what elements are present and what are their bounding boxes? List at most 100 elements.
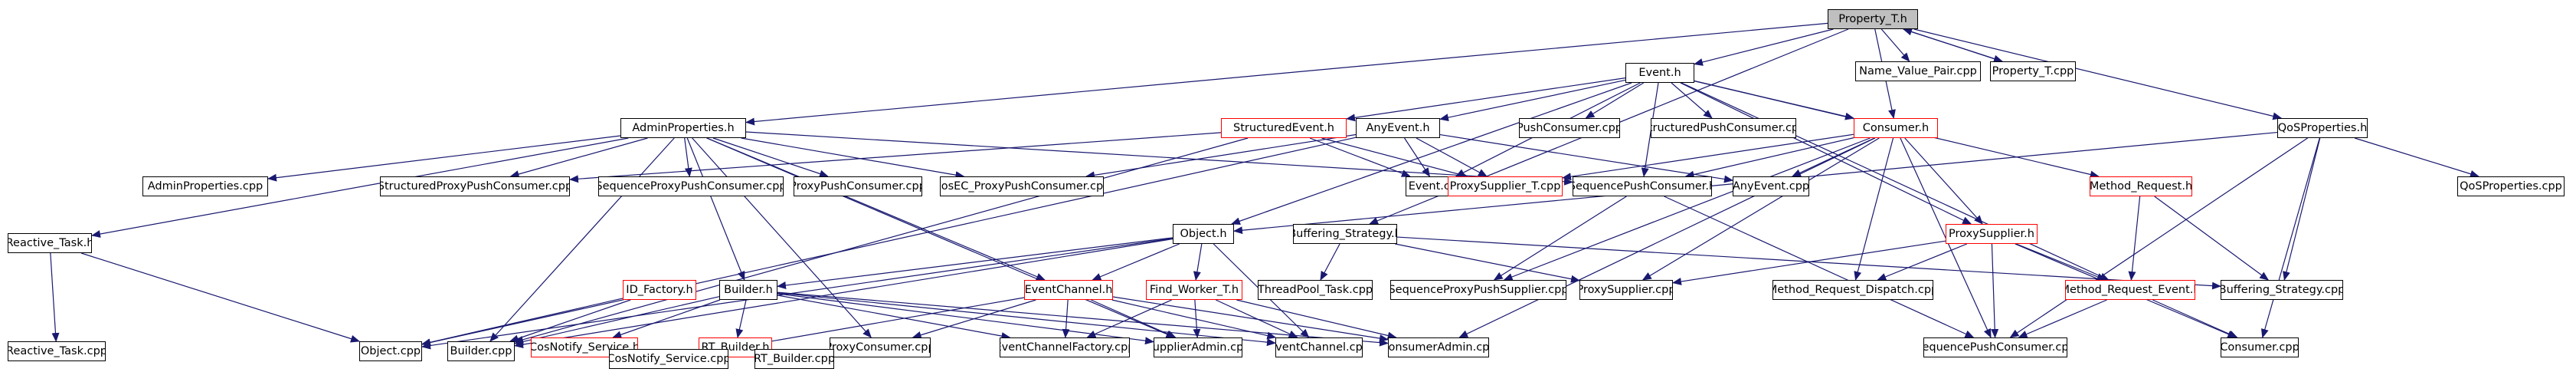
node-consumer-cpp[interactable]: Consumer.cpp	[2221, 337, 2299, 357]
edge-property_t_h-to-qosproperties_h	[1913, 28, 2283, 120]
edge-reactive_task_h-to-reactive_task_cpp	[50, 252, 60, 342]
edge-adminproperties_h-to-proxyconsumer_cpp	[692, 137, 872, 338]
node-proxyconsumer-cpp[interactable]: ProxyConsumer.cpp	[830, 337, 931, 357]
edge-consumer_h-to-proxysupplier_h	[1904, 137, 1983, 225]
edges-layer	[50, 22, 2479, 357]
node-id-factory-h[interactable]: ID_Factory.h	[623, 280, 696, 300]
edge-event_h-to-method_request_event_h	[1681, 82, 2110, 281]
node-qosproperties-cpp[interactable]: QoSProperties.cpp	[2457, 176, 2565, 196]
edge-event_h-to-structuredpushconsumer_cpp	[1671, 82, 1713, 119]
node-cosec-proxypushconsumer-cpp[interactable]: CosEC_ProxyPushConsumer.cpp	[940, 176, 1104, 196]
edge-adminproperties_h-to-cosec_proxypushconsumer_cpp	[741, 137, 965, 179]
node-consumer-h[interactable]: Consumer.h	[1854, 118, 1938, 138]
edge-object_h-to-eventchannel_h	[1092, 243, 1180, 281]
node-event-h[interactable]: Event.h	[1625, 63, 1694, 83]
node-eventchannel-h[interactable]: EventChannel.h	[1024, 280, 1113, 300]
node-object-h[interactable]: Object.h	[1173, 224, 1234, 244]
node-cosnotify-service-cpp[interactable]: CosNotify_Service.cpp	[609, 349, 728, 369]
edge-structuredevent_h-to-builder_cpp	[514, 137, 1249, 344]
node-adminproperties-h[interactable]: AdminProperties.h	[620, 118, 746, 138]
edge-eventchannel_h-to-cosnotify_service_cpp	[725, 297, 1025, 352]
edge-eventchannel_h-to-supplieradmin_cpp	[1091, 299, 1177, 338]
node-qosproperties-h[interactable]: QoSProperties.h	[2277, 118, 2368, 138]
node-sequencepushconsumer-cpp[interactable]: SequencePushConsumer.cpp	[1923, 337, 2067, 357]
edge-event_h-to-object_h	[1230, 82, 1632, 226]
edge-sequencepushconsumer_h-to-sequencepushconsumer_cpp	[1664, 196, 1975, 338]
node-sequenceproxypushsupplier-cpp[interactable]: SequenceProxyPushSupplier.cpp	[1390, 280, 1566, 300]
edge-consumer_h-to-sequencepushconsumer_h	[1684, 137, 1854, 179]
node-proxysupplier-h[interactable]: ProxySupplier.h	[1946, 224, 2038, 244]
node-method-request-h[interactable]: Method_Request.h	[2090, 176, 2192, 196]
node-reactive-task-cpp[interactable]: Reactive_Task.cpp	[8, 341, 106, 361]
edge-reactive_task_h-to-object_cpp	[80, 252, 360, 343]
edge-method_request_h-to-method_request_event_h	[2128, 196, 2141, 281]
node-sequencepushconsumer-h[interactable]: SequencePushConsumer.h	[1573, 176, 1712, 196]
edge-proxysupplier_h-to-method_request_dispatch_cpp	[1877, 243, 1967, 281]
node-anyevent-cpp[interactable]: AnyEvent.cpp	[1733, 176, 1809, 196]
node-anyevent-h[interactable]: AnyEvent.h	[1356, 118, 1440, 138]
edge-adminproperties_h-to-sequenceproxypushconsumer_cpp	[684, 137, 692, 177]
edge-buffering_strategy_h-to-threadpool_task_cpp	[1320, 243, 1340, 281]
node-proxysupplier-t-cpp[interactable]: ProxySupplier_T.cpp	[1448, 176, 1563, 196]
edge-builder_h-to-consumeradmin_cpp	[777, 291, 1389, 347]
node-sequenceproxypushconsumer-cpp[interactable]: SequenceProxyPushConsumer.cpp	[598, 176, 784, 196]
edge-structuredevent_h-to-structuredproxypushconsumer_cpp	[569, 132, 1222, 183]
node-consumeradmin-cpp[interactable]: ConsumerAdmin.cpp	[1388, 337, 1489, 357]
node-structuredpushconsumer-cpp[interactable]: StructuredPushConsumer.cpp	[1651, 118, 1796, 138]
node-rt-builder-cpp[interactable]: RT_Builder.cpp	[754, 349, 834, 369]
edge-find_worker_t_h-to-eventchannelfactory_cpp	[1086, 299, 1172, 338]
edge-proxysupplier_h-to-method_request_event_h	[2016, 243, 2106, 281]
node-threadpool-task-cpp[interactable]: ThreadPool_Task.cpp	[1258, 280, 1373, 300]
node-method-request-event-h[interactable]: Method_Request_Event.h	[2065, 280, 2195, 300]
node-proxysupplier-cpp[interactable]: ProxySupplier.cpp	[1579, 280, 1673, 300]
edge-id_factory_h-to-builder_cpp	[509, 299, 631, 343]
edge-builder_h-to-eventchannel_cpp	[777, 292, 1276, 347]
node-object-cpp[interactable]: Object.cpp	[359, 341, 422, 361]
edge-property_t_h-to-adminproperties_h	[745, 22, 1828, 126]
edge-find_worker_t_h-to-eventchannel_cpp	[1216, 299, 1298, 338]
edge-event_h-to-anyevent_h	[1439, 79, 1626, 122]
node-buffering-strategy-h[interactable]: Buffering_Strategy.h	[1293, 224, 1397, 244]
edge-adminproperties_h-to-adminproperties_cpp	[267, 135, 621, 182]
node-pushconsumer-cpp[interactable]: PushConsumer.cpp	[1519, 118, 1620, 138]
node-adminproperties-cpp[interactable]: AdminProperties.cpp	[142, 176, 268, 196]
node-structuredproxypushconsumer-cpp[interactable]: StructuredProxyPushConsumer.cpp	[380, 176, 570, 196]
node-structuredevent-h[interactable]: StructuredEvent.h	[1221, 118, 1347, 138]
node-name-value-pair-cpp[interactable]: Name_Value_Pair.cpp	[1855, 61, 1981, 81]
edge-event_h-to-structuredevent_h	[1346, 77, 1626, 122]
edge-adminproperties_h-to-structuredproxypushconsumer_cpp	[509, 137, 648, 178]
node-method-request-dispatch-cpp[interactable]: Method_Request_Dispatch.cpp	[1772, 280, 1933, 300]
node-eventchannel-cpp[interactable]: EventChannel.cpp	[1275, 337, 1363, 357]
edge-object_h-to-builder_h	[777, 237, 1173, 289]
edge-find_worker_t_h-to-consumeradmin_cpp	[1236, 299, 1397, 340]
edge-proxysupplier_h-to-proxysupplier_cpp	[1672, 240, 1946, 285]
edge-anyevent_h-to-cosec_proxypushconsumer_cpp	[1085, 133, 1357, 179]
node-property-t-cpp[interactable]: Property_T.cpp	[1990, 61, 2076, 81]
edge-property_t_h-to-event_h	[1694, 28, 1834, 66]
edge-consumer_h-to-proxysupplier_t_cpp	[1562, 133, 1854, 181]
node-find-worker-t-h[interactable]: Find_Worker_T.h	[1146, 280, 1242, 300]
edge-adminproperties_h-to-sequencepushconsumer_h	[745, 131, 1573, 186]
node-builder-cpp[interactable]: Builder.cpp	[447, 341, 515, 361]
edge-adminproperties_h-to-supplieradmin_cpp	[706, 137, 1176, 338]
edge-builder_h-to-eventchannelfactory_cpp	[777, 295, 1011, 340]
node-supplieradmin-cpp[interactable]: SupplierAdmin.cpp	[1154, 337, 1242, 357]
edge-anyevent_h-to-proxysupplier_t_cpp	[1416, 137, 1488, 177]
node-property-t-h[interactable]: Property_T.h	[1828, 9, 1918, 29]
edge-consumer_h-to-consumeradmin_cpp	[1458, 137, 1876, 338]
edge-eventchannel_h-to-eventchannelfactory_cpp	[1062, 299, 1070, 338]
edge-anyevent_h-to-object_cpp	[421, 137, 1357, 347]
node-proxypushconsumer-cpp[interactable]: ProxyPushConsumer.cpp	[794, 176, 922, 196]
edge-qosproperties_h-to-consumer_cpp	[2260, 137, 2320, 338]
node-buffering-strategy-cpp[interactable]: Buffering_Strategy.cpp	[2221, 280, 2343, 300]
node-builder-h[interactable]: Builder.h	[719, 280, 777, 300]
node-eventchannelfactory-cpp[interactable]: EventChannelFactory.cpp	[1000, 337, 1130, 357]
edge-consumer_h-to-method_request_dispatch_cpp	[1854, 137, 1894, 281]
edge-consumer_h-to-proxysupplier_cpp	[1642, 137, 1880, 281]
edge-qosproperties_h-to-qosproperties_cpp	[2354, 137, 2479, 178]
edge-buffering_strategy_h-to-proxysupplier_cpp	[1395, 243, 1580, 283]
edge-structuredevent_h-to-proxysupplier_t_cpp	[1321, 137, 1468, 179]
edge-structuredevent_h-to-event_cpp	[1309, 137, 1411, 177]
node-reactive-task-h[interactable]: Reactive_Task.h	[8, 233, 92, 253]
